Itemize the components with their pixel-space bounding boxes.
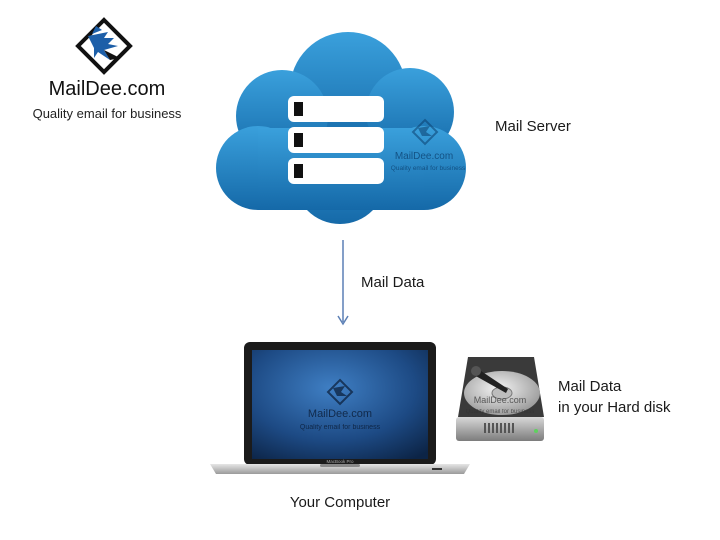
screen-brand-name: MailDee.com — [308, 408, 372, 420]
laptop-icon: MailDee.com Quality email for business M… — [210, 340, 470, 480]
hard-disk-icon: MailDee.com Quality email for business — [454, 355, 546, 447]
hard-disk-label: Mail Data in your Hard disk — [558, 376, 671, 418]
hdd-watermark-tagline: Quality email for business — [466, 409, 535, 415]
server-stack-icon — [288, 96, 384, 184]
logo-tagline: Quality email for business — [32, 106, 182, 121]
arrow-down-icon — [333, 238, 353, 328]
hard-disk-label-line1: Mail Data — [558, 378, 622, 395]
mail-server-cloud: MailDee.com Quality email for business — [210, 28, 470, 228]
your-computer-label: Your Computer — [289, 494, 391, 511]
cloud-watermark-tagline: Quality email for business — [391, 165, 466, 172]
hard-disk-label-line2: in your Hard disk — [558, 399, 671, 416]
screen-logo-icon — [326, 378, 354, 406]
logo-brand-name: MailDee.com — [48, 78, 166, 100]
mail-data-flow-label: Mail Data — [361, 274, 425, 291]
logo-diamond-bird-icon — [74, 14, 134, 78]
laptop-model-label: MacBook Pro — [326, 459, 354, 464]
cloud-watermark-name: MailDee.com — [395, 151, 453, 162]
screen-tagline: Quality email for business — [300, 424, 381, 431]
maildee-logo: MailDee.com Quality email for business — [22, 14, 192, 124]
mail-server-label: Mail Server — [495, 118, 571, 135]
hdd-watermark-name: MailDee.com — [474, 395, 527, 405]
cloud-watermark-logo-icon — [411, 118, 439, 146]
